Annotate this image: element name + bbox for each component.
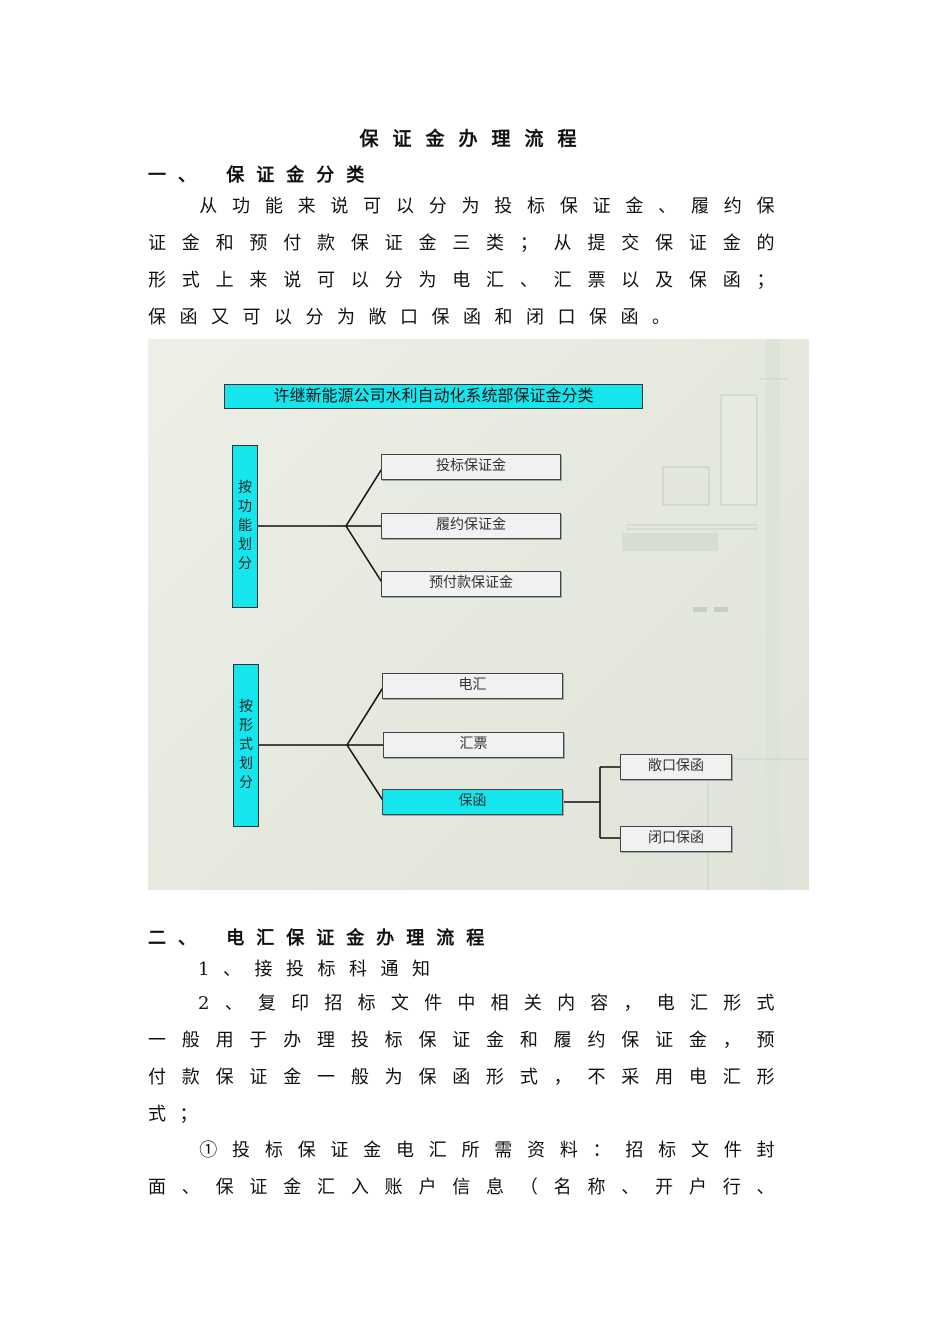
para-line-text: 从功能来说可以分为投标保证金、履约保 [198,196,788,217]
label-char: 划 [239,756,253,772]
label-char: 功 [238,499,252,515]
para-line: 面、保证金汇入账户信息（名称、开户行、 [148,1177,788,1198]
group1-label: 按 功 能 划 分 [232,445,258,608]
item-bikou-baohan: 闭口保函 [620,826,732,852]
para-line-text: ①投标保证金电汇所需资料：招标文件封 [198,1140,788,1161]
section1-heading: 一、 保证金分类 [148,165,377,186]
classification-diagram: 许继新能源公司水利自动化系统部保证金分类 按 功 能 划 分 投标保证金 履约保… [148,339,809,890]
step3-paragraph: ①投标保证金电汇所需资料：招标文件封 面、保证金汇入账户信息（名称、开户行、 [148,1132,788,1206]
para-line: 一般用于办理投标保证金和履约保证金，预 [148,1030,788,1051]
item-lvyue: 履约保证金 [381,513,561,539]
item-dianhui: 电汇 [382,673,563,699]
item-huipiao: 汇票 [383,732,564,758]
circuit-decoration [618,339,809,890]
para-line: 付款保证金一般为保函形式，不采用电汇形 [148,1067,788,1088]
item-baohan: 保函 [382,789,563,815]
para-line: 从功能来说可以分为投标保证金、履约保 [148,188,788,225]
label-char: 分 [238,556,252,572]
label-char: 按 [238,480,252,496]
label-char: 能 [238,518,252,534]
para-line: 证金和预付款保证金三类；从提交保证金的 [148,233,788,254]
para-line-text: 2、复印招标文件中相关内容，电汇形式 [198,993,788,1014]
section2-heading: 二、 电汇保证金办理流程 [148,928,497,949]
para-line: 2、复印招标文件中相关内容，电汇形式 [148,985,788,1022]
item-toubiao: 投标保证金 [381,454,561,480]
page-title: 保证金办理流程 [359,128,591,150]
para-line: 形式上来说可以分为电汇、汇票以及保函； [148,270,788,291]
para-line: 保函又可以分为敞口保函和闭口保函。 [148,307,684,328]
section1-paragraph: 从功能来说可以分为投标保证金、履约保 证金和预付款保证金三类；从提交保证金的 形… [148,188,788,336]
label-char: 按 [239,699,253,715]
item-yufukuan: 预付款保证金 [381,571,561,597]
step1-line: 1、接投标科通知 [148,951,788,988]
group2-label: 按 形 式 划 分 [233,664,259,827]
para-line: ①投标保证金电汇所需资料：招标文件封 [148,1132,788,1169]
diagram-banner: 许继新能源公司水利自动化系统部保证金分类 [224,384,643,409]
item-changkou-baohan: 敞口保函 [620,754,732,780]
step2-paragraph: 2、复印招标文件中相关内容，电汇形式 一般用于办理投标保证金和履约保证金，预 付… [148,985,788,1133]
label-char: 式 [239,737,253,753]
label-char: 划 [238,537,252,553]
step1-text: 1、接投标科通知 [198,959,444,980]
label-char: 分 [239,775,253,791]
para-line: 式； [148,1104,211,1125]
label-char: 形 [239,718,253,734]
diagram-connectors [258,339,809,890]
